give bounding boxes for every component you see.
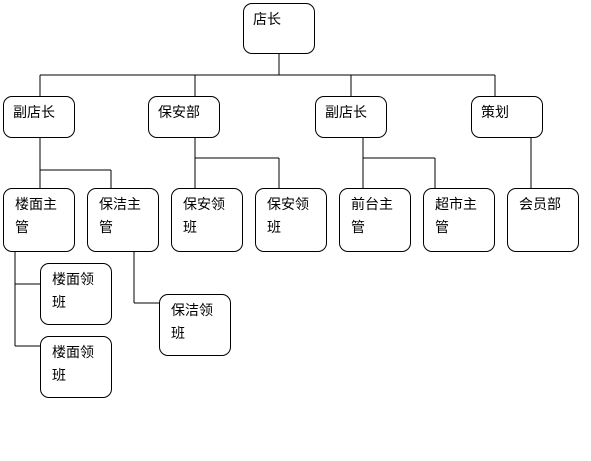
node-deputy-manager-1: 副店长	[3, 96, 75, 138]
node-label: 副店长	[325, 105, 367, 121]
node-label: 保安领班	[183, 197, 225, 236]
node-label: 策划	[481, 105, 509, 121]
node-label: 店长	[253, 12, 281, 28]
node-cleaning-supervisor: 保洁主管	[87, 188, 159, 252]
node-label: 保洁领班	[171, 303, 213, 342]
node-store-manager: 店长	[243, 3, 315, 54]
node-floor-lead-2: 楼面领班	[40, 336, 112, 398]
node-label: 保洁主管	[99, 197, 141, 236]
node-front-desk-supervisor: 前台主管	[339, 188, 411, 252]
node-floor-supervisor: 楼面主管	[3, 188, 75, 252]
node-cleaning-lead: 保洁领班	[159, 294, 231, 356]
node-deputy-manager-2: 副店长	[315, 96, 387, 138]
node-security-lead-2: 保安领班	[255, 188, 327, 252]
node-planning: 策划	[471, 96, 543, 138]
node-floor-lead-1: 楼面领班	[40, 263, 112, 325]
node-security-lead-1: 保安领班	[171, 188, 243, 252]
node-label: 超市主管	[435, 197, 477, 236]
node-label: 副店长	[13, 105, 55, 121]
node-label: 保安领班	[267, 197, 309, 236]
node-membership-dept: 会员部	[507, 188, 579, 252]
node-label: 楼面领班	[52, 345, 94, 384]
node-security-dept: 保安部	[148, 96, 220, 138]
node-supermarket-supervisor: 超市主管	[423, 188, 495, 252]
node-label: 楼面领班	[52, 272, 94, 311]
node-label: 保安部	[158, 105, 200, 121]
node-label: 前台主管	[351, 197, 393, 236]
node-label: 楼面主管	[15, 197, 57, 236]
node-label: 会员部	[519, 197, 561, 213]
